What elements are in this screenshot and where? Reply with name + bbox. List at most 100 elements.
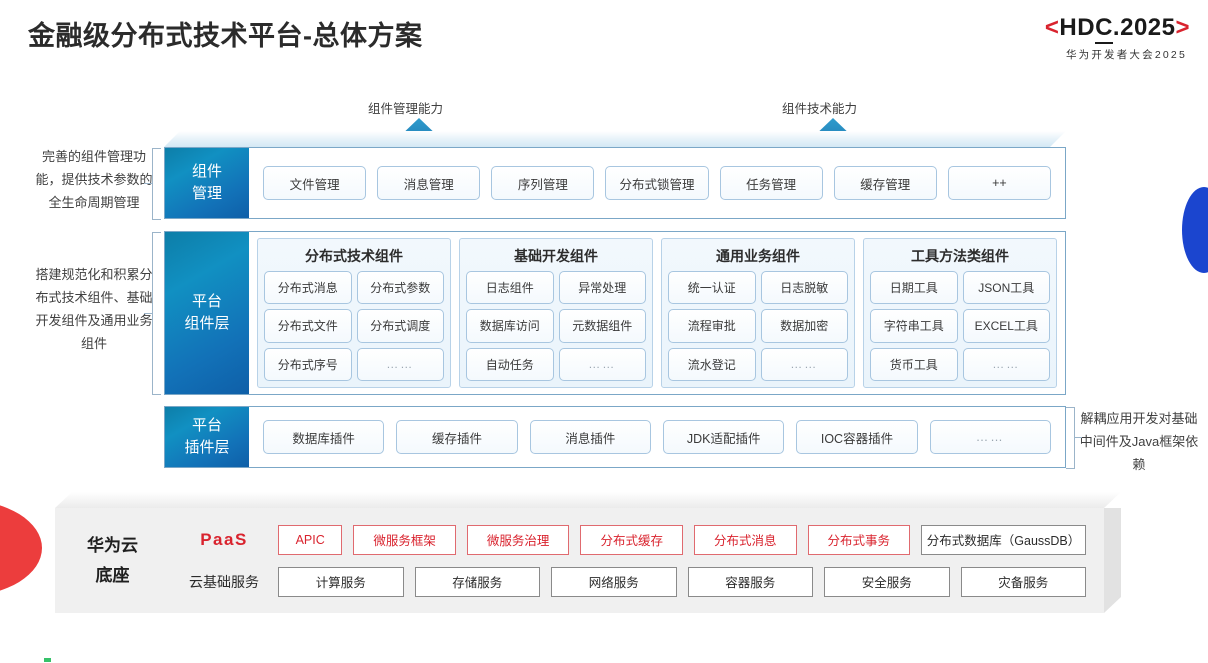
layer-platform-plugin: 平台 插件层 数据库插件 缓存插件 消息插件 JDK适配插件 IOC容器插件 …… [164,406,1066,468]
cell-container-service[interactable]: 容器服务 [687,566,813,597]
chip-json-tool[interactable]: JSON工具 [962,271,1050,305]
chip-log-component[interactable]: 日志组件 [466,271,554,305]
bracket-tick-left-1 [144,183,152,185]
chip-exception-handling[interactable]: 异常处理 [558,271,646,305]
cell-distributed-transaction[interactable]: 分布式事务 [807,524,911,555]
chip-transaction-register[interactable]: 流水登记 [668,347,756,381]
chip-cache-management[interactable]: 缓存管理 [833,166,937,200]
layer-label-component-management: 组件 管理 [165,148,249,218]
stack-top-bevel [164,131,1066,147]
base-row-tag-paas: PaaS [200,529,248,549]
cell-distributed-message[interactable]: 分布式消息 [693,524,797,555]
layer-body-component-management: 文件管理 消息管理 序列管理 分布式锁管理 任务管理 缓存管理 ++ [249,148,1065,218]
group-grid-general-business: 统一认证 日志脱敏 流程审批 数据加密 流水登记 …… [668,271,848,381]
group-title-distributed-technology: 分布式技术组件 [305,248,403,264]
base-row-paas: PaaS APIC 微服务框架 微服务治理 分布式缓存 分布式消息 分布式事务 … [170,524,1086,556]
chip-distributed-file[interactable]: 分布式文件 [264,309,352,343]
group-title-general-business: 通用业务组件 [716,248,800,264]
cell-network-service[interactable]: 网络服务 [551,566,677,597]
bracket-left-1 [152,148,161,220]
base-row-tag-cloud-basic: 云基础服务 [189,573,259,590]
cell-distributed-cache[interactable]: 分布式缓存 [580,524,683,555]
cell-apic[interactable]: APIC [278,524,343,555]
group-tool-method: 工具方法类组件 日期工具 JSON工具 字符串工具 EXCEL工具 货币工具 …… [863,238,1057,388]
layer-label-line-1: 平台 [191,417,222,434]
group-grid-basic-development: 日志组件 异常处理 数据库访问 元数据组件 自动任务 …… [466,271,646,381]
chip-string-tool[interactable]: 字符串工具 [870,309,958,343]
layer-label-line-2: 插件层 [184,439,230,456]
chip-more-basic-development[interactable]: …… [558,347,646,381]
hdc-bracket-left: < [1044,14,1060,41]
bracket-left-2 [152,232,161,395]
chip-log-desensitization[interactable]: 日志脱敏 [760,271,848,305]
chip-distributed-lock-management[interactable]: 分布式锁管理 [605,166,709,200]
chip-more-distributed-technology[interactable]: …… [356,347,444,381]
chip-date-tool[interactable]: 日期工具 [870,271,958,305]
base-row-items-cloud-basic: 计算服务 存储服务 网络服务 容器服务 安全服务 灾备服务 [278,566,1086,597]
group-general-business: 通用业务组件 统一认证 日志脱敏 流程审批 数据加密 流水登记 …… [661,238,855,388]
cell-storage-service[interactable]: 存储服务 [414,566,540,597]
chip-database-plugin[interactable]: 数据库插件 [263,420,385,454]
chip-task-management[interactable]: 任务管理 [719,166,823,200]
group-distributed-technology: 分布式技术组件 分布式消息 分布式参数 分布式文件 分布式调度 分布式序号 …… [257,238,451,388]
chip-currency-tool[interactable]: 货币工具 [870,347,958,381]
base-rows: PaaS APIC 微服务框架 微服务治理 分布式缓存 分布式消息 分布式事务 … [170,524,1104,598]
chip-distributed-message[interactable]: 分布式消息 [264,271,352,305]
group-title-tool-method: 工具方法类组件 [911,248,1009,264]
green-tick-decoration [44,658,51,662]
chip-message-management[interactable]: 消息管理 [377,166,481,200]
chip-metadata-component[interactable]: 元数据组件 [558,309,646,343]
capability-label-management: 组件管理能力 [368,102,444,116]
chip-distributed-schedule[interactable]: 分布式调度 [356,309,444,343]
hdc-text-a: HD [1059,14,1096,41]
chip-message-plugin[interactable]: 消息插件 [529,420,651,454]
cell-microservice-governance[interactable]: 微服务治理 [466,524,570,555]
chip-distributed-sequence[interactable]: 分布式序号 [264,347,352,381]
cell-microservice-framework[interactable]: 微服务框架 [353,524,456,555]
chip-ioc-container-plugin[interactable]: IOC容器插件 [796,420,918,454]
chip-sequence-management[interactable]: 序列管理 [491,166,595,200]
cell-distributed-database-gaussdb[interactable]: 分布式数据库（GaussDB） [921,524,1086,555]
base-row-cloud-basic: 云基础服务 计算服务 存储服务 网络服务 容器服务 安全服务 灾备服务 [170,566,1086,598]
layer-label-line-1: 组件 [191,163,222,180]
chip-jdk-adapter-plugin[interactable]: JDK适配插件 [662,420,785,454]
chip-distributed-parameter[interactable]: 分布式参数 [356,271,444,305]
blue-circle-decoration [1182,187,1208,273]
layer-component-management: 组件 管理 文件管理 消息管理 序列管理 分布式锁管理 任务管理 缓存管理 ++ [164,147,1066,219]
layer-label-platform-plugin: 平台 插件层 [165,407,249,467]
huawei-cloud-base: 华为云 底座 PaaS APIC 微服务框架 微服务治理 分布式缓存 分布式消息… [55,508,1104,613]
capability-label-technology: 组件技术能力 [782,102,858,116]
chip-database-access[interactable]: 数据库访问 [466,309,554,343]
cell-disaster-recovery-service[interactable]: 灾备服务 [960,566,1086,597]
base-top-bevel [55,492,1121,508]
chip-automatic-task[interactable]: 自动任务 [466,347,554,381]
group-grid-tool-method: 日期工具 JSON工具 字符串工具 EXCEL工具 货币工具 …… [870,271,1050,381]
chip-process-approval[interactable]: 流程审批 [668,309,756,343]
base-title: 华为云 底座 [55,531,170,591]
chip-more-tool-method[interactable]: …… [962,347,1050,381]
layer-label-line-2: 管理 [191,185,222,202]
hdc-logo: <HDC.2025> 华为开发者大会2025 [1045,14,1190,62]
chip-cache-plugin[interactable]: 缓存插件 [396,420,518,454]
red-arc-decoration [0,500,42,596]
chip-excel-tool[interactable]: EXCEL工具 [962,309,1050,343]
layer-platform-component: 平台 组件层 分布式技术组件 分布式消息 分布式参数 分布式文件 分布式调度 分… [164,231,1066,395]
layer-label-line-2: 组件层 [184,315,230,332]
bracket-tick-right-1 [1074,437,1082,439]
cell-security-service[interactable]: 安全服务 [824,566,950,597]
hdc-text-c: .2025 [1112,14,1176,41]
group-title-basic-development: 基础开发组件 [514,248,598,264]
hdc-logo-main: <HDC.2025> [1044,14,1190,44]
chip-data-encryption[interactable]: 数据加密 [760,309,848,343]
chip-file-management[interactable]: 文件管理 [263,166,367,200]
chip-more-plugin[interactable]: …… [929,420,1051,454]
chip-more-plus[interactable]: ++ [947,166,1051,200]
annotation-right-1: 解耦应用开发对基础中间件及Java框架依赖 [1079,411,1199,472]
layer-label-line-1: 平台 [191,293,222,310]
layer-body-platform-plugin: 数据库插件 缓存插件 消息插件 JDK适配插件 IOC容器插件 …… [249,407,1065,467]
hdc-text-b: C [1095,14,1113,44]
cell-compute-service[interactable]: 计算服务 [278,566,404,597]
chip-unified-authentication[interactable]: 统一认证 [668,271,756,305]
chip-more-general-business[interactable]: …… [760,347,848,381]
